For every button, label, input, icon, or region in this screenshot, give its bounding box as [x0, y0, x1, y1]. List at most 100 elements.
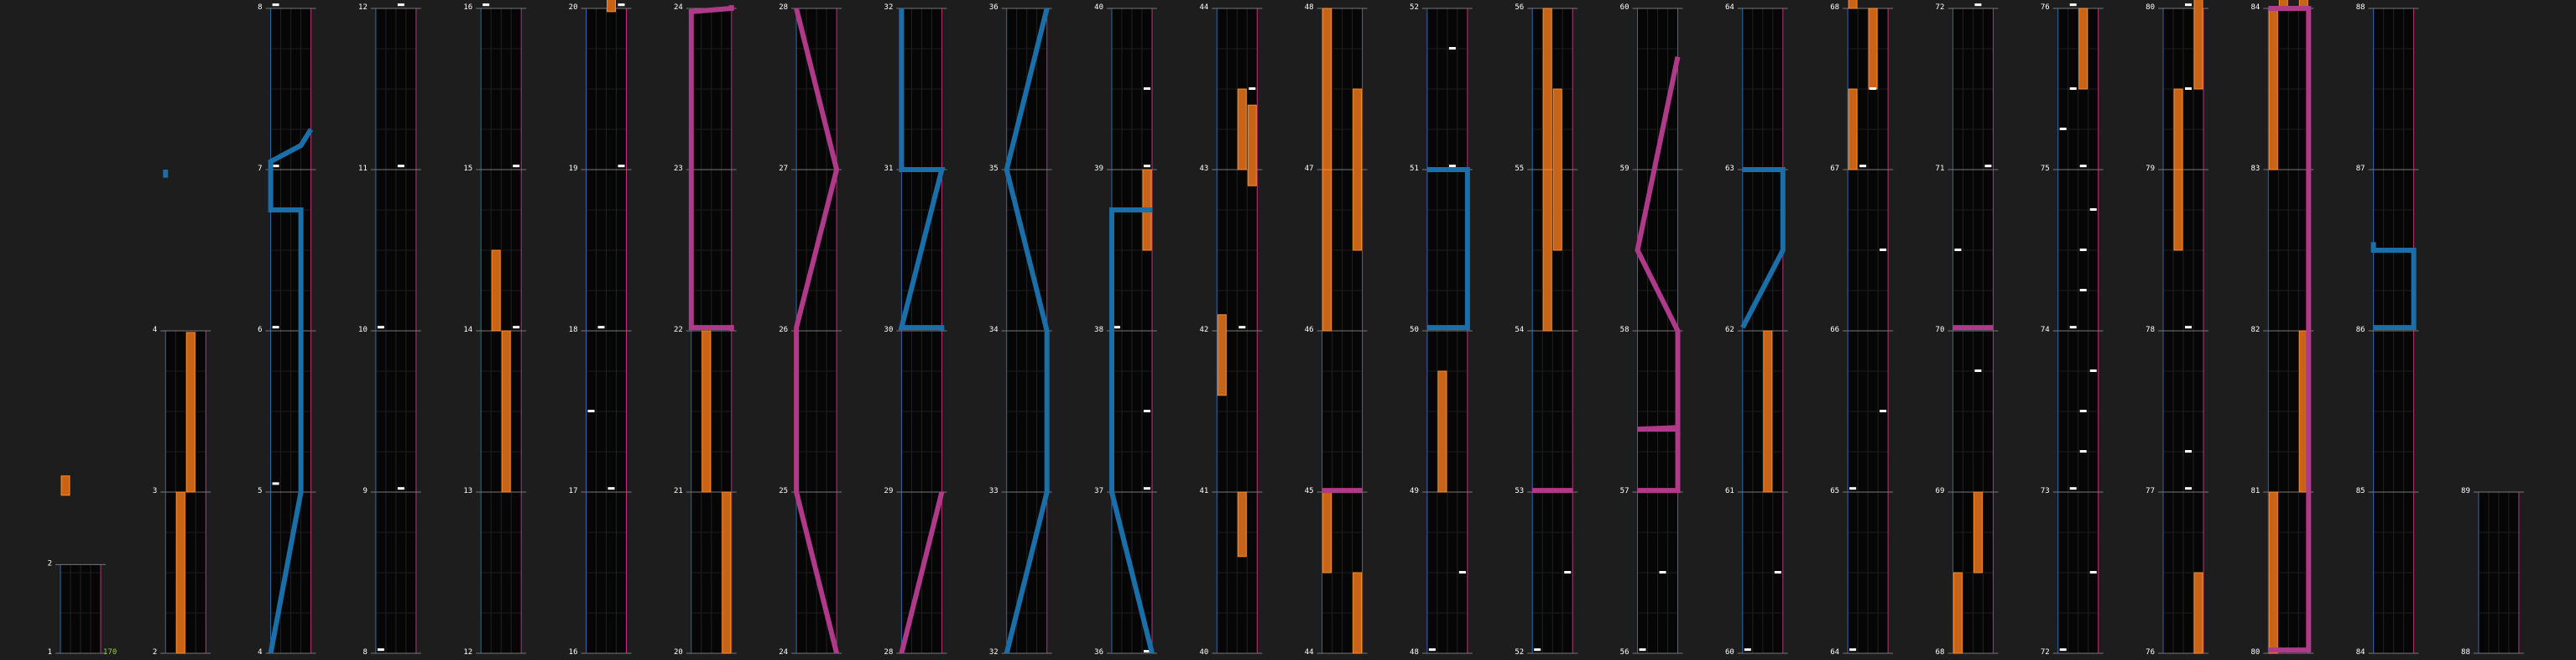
- measure-number: 32: [989, 648, 999, 657]
- measure-number: 54: [1515, 326, 1524, 334]
- hold-note: [1217, 314, 1227, 396]
- hold-note: [1322, 8, 1332, 170]
- measure-number: 8: [362, 648, 367, 657]
- tap-note: [482, 3, 490, 7]
- measure-number: 15: [463, 165, 472, 173]
- measure-number: 75: [2041, 165, 2050, 173]
- measure-number: 42: [1199, 326, 1208, 334]
- hold-note: [2173, 88, 2183, 170]
- measure-number: 85: [2356, 487, 2365, 495]
- tap-note: [1144, 87, 1150, 90]
- measure-number: 44: [1305, 648, 1314, 657]
- measure-number: 56: [1515, 3, 1524, 12]
- hold-note: [1437, 370, 1447, 493]
- measure-number: 76: [2146, 648, 2155, 657]
- hold-note: [2193, 0, 2203, 90]
- measure-number: 4: [153, 326, 157, 334]
- right-slide: [2268, 6, 2312, 653]
- measure-number: 60: [1725, 648, 1734, 657]
- measure-number: 78: [2146, 326, 2155, 334]
- hold-note: [1322, 491, 1332, 574]
- hold-note: [1542, 169, 1552, 332]
- measure-number: 5: [258, 487, 262, 495]
- tap-note: [2079, 165, 2087, 168]
- measure-number: 72: [2041, 648, 2050, 657]
- measure-number: 67: [1830, 165, 1839, 173]
- measure-number: 24: [779, 648, 788, 657]
- measure-number: 86: [2356, 326, 2365, 334]
- hold-note: [1953, 572, 1963, 654]
- measure-number: 14: [463, 326, 472, 334]
- hold-note: [1542, 8, 1552, 170]
- hold-note: [1848, 88, 1858, 170]
- measure-number: 28: [779, 3, 788, 12]
- hold-note: [1848, 0, 1858, 9]
- measure-number: 74: [2041, 326, 2050, 334]
- tap-note: [1859, 165, 1867, 168]
- measure-number: 80: [2250, 648, 2260, 657]
- measure-number: 40: [1199, 648, 1208, 657]
- measure-number: 64: [1830, 648, 1839, 657]
- tap-note: [1974, 3, 1982, 7]
- tap-note: [397, 3, 404, 7]
- tap-note: [1144, 410, 1150, 412]
- measure-number: 26: [779, 326, 788, 334]
- measure-number: 70: [1936, 326, 1945, 334]
- tap-note: [1458, 571, 1466, 574]
- hold-note: [1552, 88, 1562, 251]
- measure-number: 84: [2356, 648, 2365, 657]
- tap-note: [513, 165, 520, 168]
- tap-note: [2059, 128, 2067, 130]
- measure-number: 56: [1620, 648, 1630, 657]
- tap-note: [2089, 208, 2097, 211]
- hold-note: [1353, 88, 1363, 251]
- chart-column: 12: [48, 559, 106, 657]
- measure-number: 1: [48, 648, 52, 657]
- tap-note: [1428, 648, 1436, 652]
- measure-number: 60: [1620, 3, 1630, 12]
- measure-number: 77: [2146, 487, 2155, 495]
- measure-number: 36: [1094, 648, 1103, 657]
- measure-number: 16: [569, 648, 578, 657]
- measure-number: 49: [1410, 487, 1419, 495]
- left-slide: [268, 128, 314, 654]
- measure-number: 37: [1094, 487, 1103, 495]
- tap-note: [1144, 487, 1150, 490]
- measure-number: 72: [1936, 3, 1945, 12]
- measure-number: 23: [674, 165, 683, 173]
- tap-note: [1448, 165, 1456, 168]
- hold-note: [1763, 330, 1773, 493]
- measure-number: 16: [463, 3, 472, 12]
- tap-note: [397, 165, 404, 168]
- measure-number: 24: [674, 3, 683, 12]
- tap-note: [1974, 369, 1982, 372]
- measure-number: 40: [1094, 3, 1103, 12]
- measure-number: 71: [1936, 165, 1945, 173]
- measure-number: 33: [989, 487, 999, 495]
- measure-number: 32: [884, 3, 894, 12]
- measure-number: 52: [1410, 3, 1419, 12]
- tap-note: [1954, 249, 1962, 251]
- measure-number: 51: [1410, 165, 1419, 173]
- tap-note: [2185, 3, 2192, 7]
- tap-note: [2185, 326, 2192, 329]
- measure-number: 62: [1725, 326, 1734, 334]
- tap-note: [2069, 87, 2077, 90]
- left-slide: [1426, 167, 1470, 331]
- measure-number: 39: [1094, 165, 1103, 173]
- hold-note: [1322, 169, 1332, 332]
